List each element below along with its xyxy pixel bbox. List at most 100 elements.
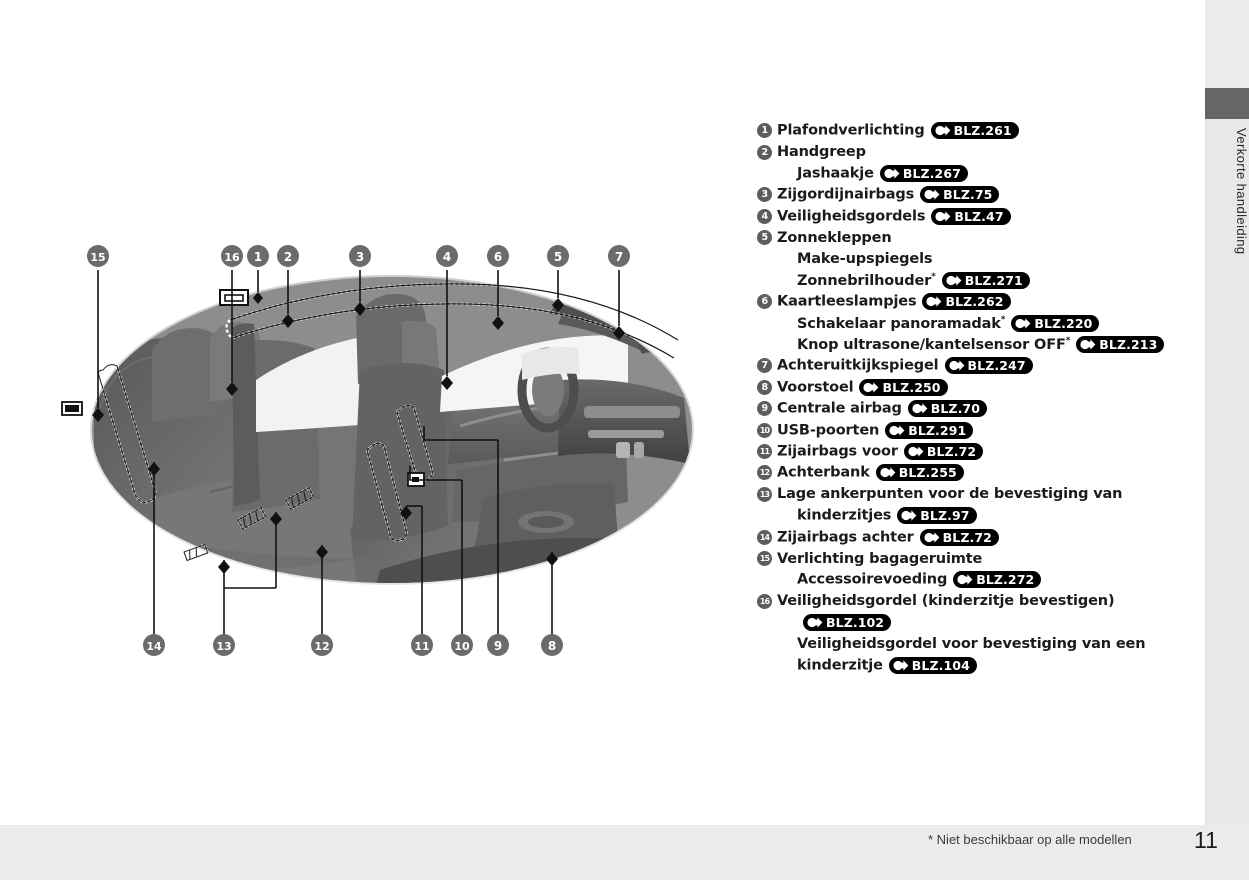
go-to-page-arrow-icon xyxy=(884,168,900,179)
legend-label: kinderzitje xyxy=(797,657,883,674)
page-reference-pill[interactable]: BLZ.75 xyxy=(920,186,1000,204)
page-reference-pill[interactable]: BLZ.255 xyxy=(875,464,964,482)
legend-label: Handgreep xyxy=(777,144,866,161)
page-reference-pill[interactable]: BLZ.102 xyxy=(803,614,892,632)
svg-text:6: 6 xyxy=(494,250,502,264)
legend-label: Verlichting bagageruimte xyxy=(777,550,983,567)
legend-line: Knop ultrasone/kantelsensor OFF* BLZ.213 xyxy=(757,334,1165,355)
svg-text:1: 1 xyxy=(254,250,262,264)
svg-text:9: 9 xyxy=(494,639,502,653)
page-reference-pill[interactable]: BLZ.247 xyxy=(944,357,1033,375)
page-reference-label: BLZ.247 xyxy=(967,358,1026,374)
page-reference-label: BLZ.75 xyxy=(943,187,993,203)
svg-text:16: 16 xyxy=(224,251,240,264)
go-to-page-arrow-icon xyxy=(946,275,962,286)
go-to-page-arrow-icon xyxy=(948,360,964,372)
ceiling-light-icon xyxy=(219,289,249,306)
cargo-light-icon xyxy=(61,401,83,416)
callout-2: 2 xyxy=(277,245,299,267)
go-to-page-arrow-icon xyxy=(863,382,879,393)
go-to-page-arrow-icon xyxy=(880,467,896,479)
page-reference-pill[interactable]: BLZ.213 xyxy=(1076,336,1165,354)
page-reference-label: BLZ.261 xyxy=(953,123,1012,139)
legend-label: USB-poorten xyxy=(777,422,880,439)
callout-4: 4 xyxy=(436,245,458,267)
side-curtain-airbag-outline-inner xyxy=(229,283,679,359)
section-tab[interactable]: Verkorte handleiding xyxy=(1205,88,1249,825)
page-reference-pill[interactable]: BLZ.262 xyxy=(922,293,1011,311)
legend-number-badge: 8 xyxy=(757,379,772,395)
svg-text:2: 2 xyxy=(284,250,292,264)
callout-bubbles: 15 16 1 2 3 4 6 5 7 14 13 12 11 10 9 8 xyxy=(87,245,630,656)
leader-anchors xyxy=(92,292,625,574)
page-reference-pill[interactable]: BLZ.72 xyxy=(919,528,999,546)
page-reference-pill[interactable]: BLZ.267 xyxy=(879,164,968,182)
legend-line: Zonnebrilhouder*BLZ.271 xyxy=(757,270,1157,291)
svg-text:14: 14 xyxy=(146,640,162,653)
page-reference-pill[interactable]: BLZ.72 xyxy=(903,443,984,461)
page-reference-label: BLZ.70 xyxy=(930,401,981,417)
svg-text:12: 12 xyxy=(314,640,329,653)
page-reference-pill[interactable]: BLZ.104 xyxy=(888,656,977,674)
page-reference-pill[interactable]: BLZ.272 xyxy=(953,571,1042,589)
page-reference-label: BLZ.97 xyxy=(920,508,970,524)
legend-badge-spacer xyxy=(757,508,772,523)
footnote-marker: * xyxy=(1065,335,1071,346)
legend-badge-spacer xyxy=(757,615,772,630)
go-to-page-arrow-icon xyxy=(893,660,909,671)
page-reference-pill[interactable]: BLZ.261 xyxy=(930,122,1019,140)
legend-label: Schakelaar panoramadak xyxy=(797,315,1001,332)
page-reference-pill[interactable]: BLZ.97 xyxy=(897,507,977,525)
legend-number-badge: 10 xyxy=(757,422,772,438)
footnote-marker: * xyxy=(1000,314,1006,325)
legend-number-badge: 2 xyxy=(757,144,772,160)
legend-number-badge: 13 xyxy=(757,486,772,502)
legend-label: Zijairbags achter xyxy=(777,529,914,546)
legend-line: BLZ.102 xyxy=(757,612,1157,633)
page-reference-pill[interactable]: BLZ.250 xyxy=(859,378,948,396)
page-reference-label: BLZ.272 xyxy=(976,572,1035,588)
legend-label: Achteruitkijkspiegel xyxy=(777,357,939,374)
page-reference-pill[interactable]: BLZ.220 xyxy=(1011,314,1100,332)
page-reference-label: BLZ.102 xyxy=(826,615,885,631)
footnote-marker: * xyxy=(931,271,936,282)
page-reference-pill[interactable]: BLZ.291 xyxy=(885,421,974,439)
legend-label: Veiligheidsgordels xyxy=(777,208,926,225)
section-tab-body xyxy=(1205,119,1249,825)
page-reference-pill[interactable]: BLZ.47 xyxy=(931,207,1011,225)
legend-text: Zijairbags achter BLZ.72 xyxy=(777,528,999,546)
page-reference-pill[interactable]: BLZ.271 xyxy=(941,272,1030,290)
legend-label: Knop ultrasone/kantelsensor OFF xyxy=(797,336,1066,353)
go-to-page-arrow-icon xyxy=(926,296,942,307)
legend-line: kinderzitje BLZ.104 xyxy=(757,655,1157,676)
callout-14: 14 xyxy=(143,634,165,656)
section-tab-cap xyxy=(1205,88,1249,119)
interior-photo xyxy=(61,275,694,585)
page-reference-pill[interactable]: BLZ.70 xyxy=(907,400,988,418)
callout-1: 1 xyxy=(247,245,269,267)
go-to-page-arrow-icon xyxy=(957,574,973,585)
svg-text:3: 3 xyxy=(356,250,364,264)
svg-text:7: 7 xyxy=(615,250,623,264)
legend-line: Schakelaar panoramadak* BLZ.220 xyxy=(757,313,1157,334)
legend-number-badge: 7 xyxy=(757,358,772,374)
legend-number-badge: 15 xyxy=(757,551,772,566)
legend-badge-spacer xyxy=(757,316,772,331)
